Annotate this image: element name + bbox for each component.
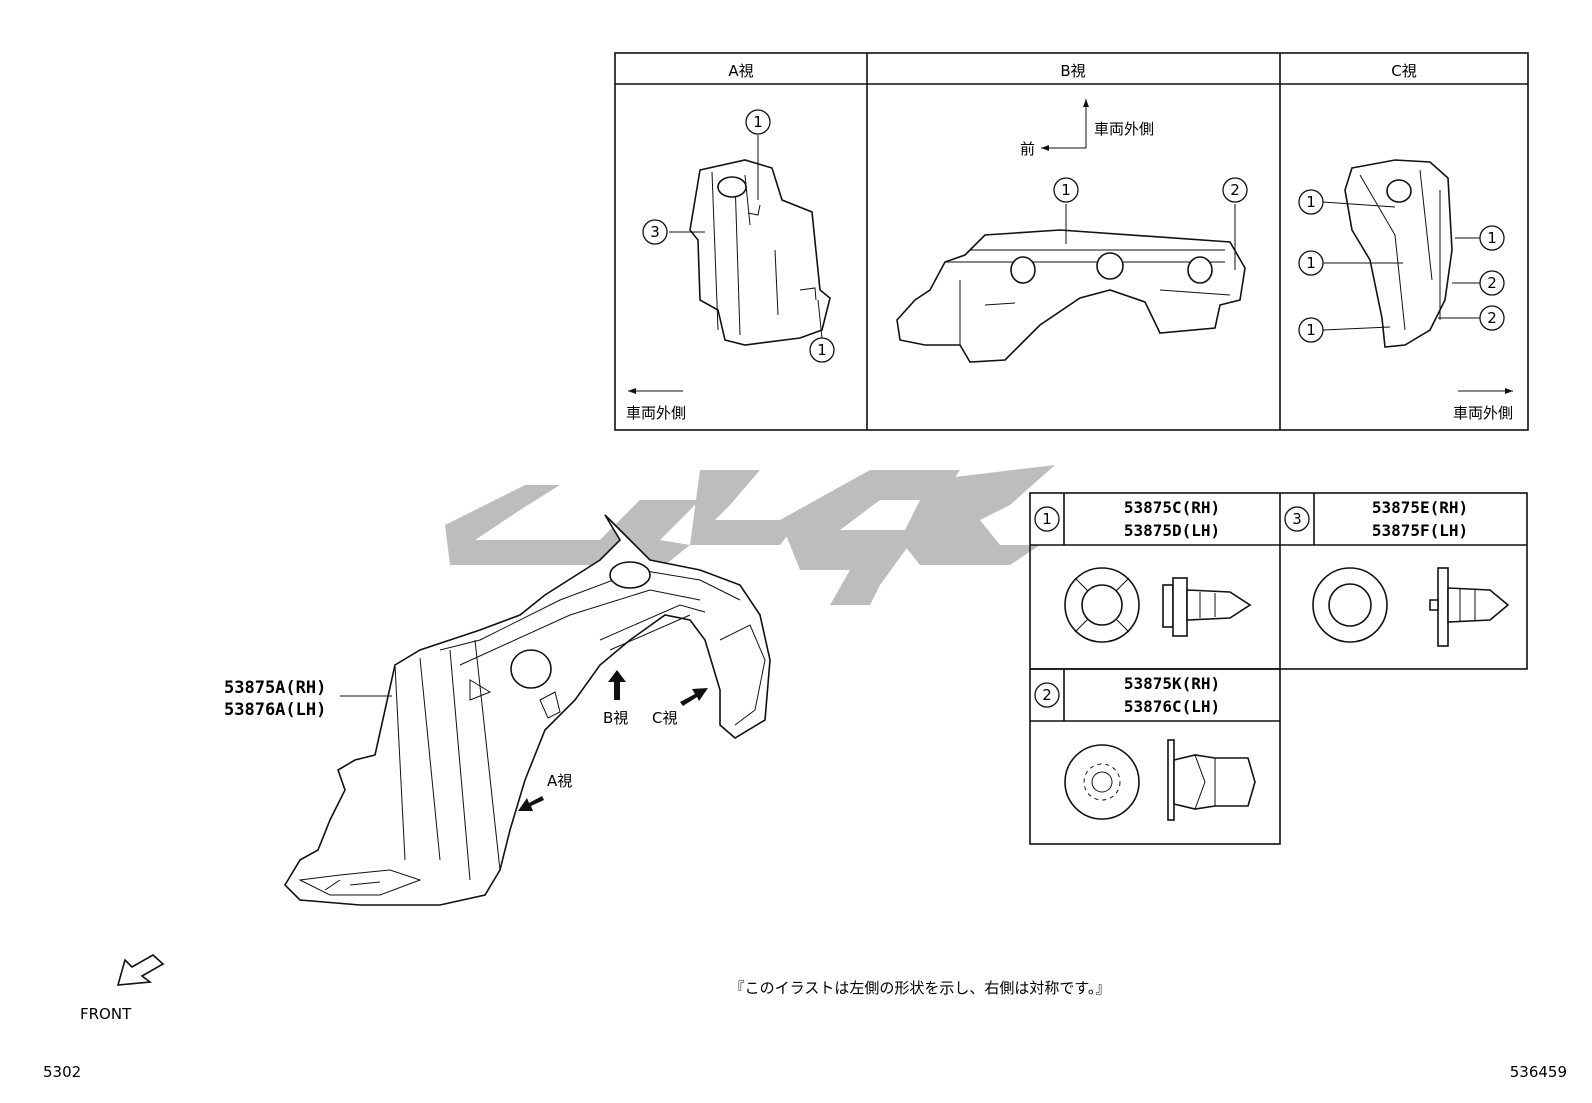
view-c-outer-side-label: 車両外側 xyxy=(1453,404,1513,422)
callout-c-2-a: 2 xyxy=(1479,270,1505,296)
callout-b-2: 2 xyxy=(1222,177,1248,203)
pointer-c-label: C視 xyxy=(652,709,677,727)
view-a-title: A視 xyxy=(728,62,753,80)
view-callouts: 1 3 1 1 2 1 1 1 1 2 2 xyxy=(642,109,1505,363)
watermark-logo xyxy=(445,465,1055,605)
callout-c-1-c: 1 xyxy=(1298,317,1324,343)
callout-c-2-b: 2 xyxy=(1479,305,1505,331)
clip-3-drawing xyxy=(1312,567,1510,647)
pointer-a-label: A視 xyxy=(547,772,572,790)
page-code-left: 5302 xyxy=(43,1063,81,1081)
view-c-drawing: 車両外側 xyxy=(1322,159,1513,422)
view-table: A視 B視 C視 xyxy=(614,52,1529,431)
view-b-front-label: 前 xyxy=(1020,140,1035,158)
main-part-rh: 53875A(RH) xyxy=(224,678,326,698)
clip-3-rh: 53875E(RH) xyxy=(1372,498,1468,517)
clip-3-ref: 3 xyxy=(1284,506,1310,532)
clip-3-lh: 53875F(LH) xyxy=(1372,521,1468,540)
svg-text:1: 1 xyxy=(1306,321,1316,339)
callout-a-3: 3 xyxy=(642,219,668,245)
clip-2-drawing xyxy=(1064,739,1256,821)
callout-a-1-bottom: 1 xyxy=(809,337,835,363)
svg-text:1: 1 xyxy=(1487,229,1497,247)
main-part-label: 53875A(RH) 53876A(LH) xyxy=(224,678,326,720)
front-arrow: FRONT xyxy=(80,954,165,1023)
view-c-title: C視 xyxy=(1391,62,1416,80)
front-label: FRONT xyxy=(80,1005,132,1023)
svg-text:2: 2 xyxy=(1487,274,1497,292)
svg-text:2: 2 xyxy=(1042,686,1052,704)
clip-1-rh: 53875C(RH) xyxy=(1124,498,1220,517)
fender-liner-drawing xyxy=(283,514,771,906)
view-pointers: B視 C視 A視 xyxy=(518,670,708,811)
svg-text:1: 1 xyxy=(817,341,827,359)
clip-1-drawing xyxy=(1064,567,1252,643)
clip-2-lh: 53876C(LH) xyxy=(1124,697,1220,716)
callout-c-1-a: 1 xyxy=(1298,189,1324,215)
main-part-lh: 53876A(LH) xyxy=(224,700,326,720)
pointer-b-label: B視 xyxy=(603,709,628,727)
clip-2-rh: 53875K(RH) xyxy=(1124,674,1220,693)
view-b-drawing: 前 車両外側 xyxy=(896,99,1246,363)
svg-text:3: 3 xyxy=(650,223,660,241)
symmetry-note: 『このイラストは左側の形状を示し、右側は対称です。』 xyxy=(730,979,1111,997)
clip-1-ref: 1 xyxy=(1034,506,1060,532)
svg-text:1: 1 xyxy=(1042,510,1052,528)
svg-text:1: 1 xyxy=(1306,193,1316,211)
callout-b-1: 1 xyxy=(1053,177,1079,203)
page-code-right: 536459 xyxy=(1510,1063,1567,1081)
callout-a-1-top: 1 xyxy=(745,109,771,135)
view-a-drawing: 車両外側 xyxy=(626,135,831,422)
svg-text:2: 2 xyxy=(1230,181,1240,199)
callout-c-1-right: 1 xyxy=(1479,225,1505,251)
svg-text:1: 1 xyxy=(753,113,763,131)
view-b-outer-side-label: 車両外側 xyxy=(1094,120,1154,138)
view-b-title: B視 xyxy=(1060,62,1085,80)
svg-text:1: 1 xyxy=(1306,254,1316,272)
view-a-outer-side-label: 車両外側 xyxy=(626,404,686,422)
clip-1-lh: 53875D(LH) xyxy=(1124,521,1220,540)
callout-c-1-b: 1 xyxy=(1298,250,1324,276)
svg-text:2: 2 xyxy=(1487,309,1497,327)
clip-2-ref: 2 xyxy=(1034,682,1060,708)
svg-text:1: 1 xyxy=(1061,181,1071,199)
clip-table: 1 3 2 53875C(RH) 53875D(LH) 53875E(RH) 5… xyxy=(1029,492,1528,845)
svg-text:3: 3 xyxy=(1292,510,1302,528)
